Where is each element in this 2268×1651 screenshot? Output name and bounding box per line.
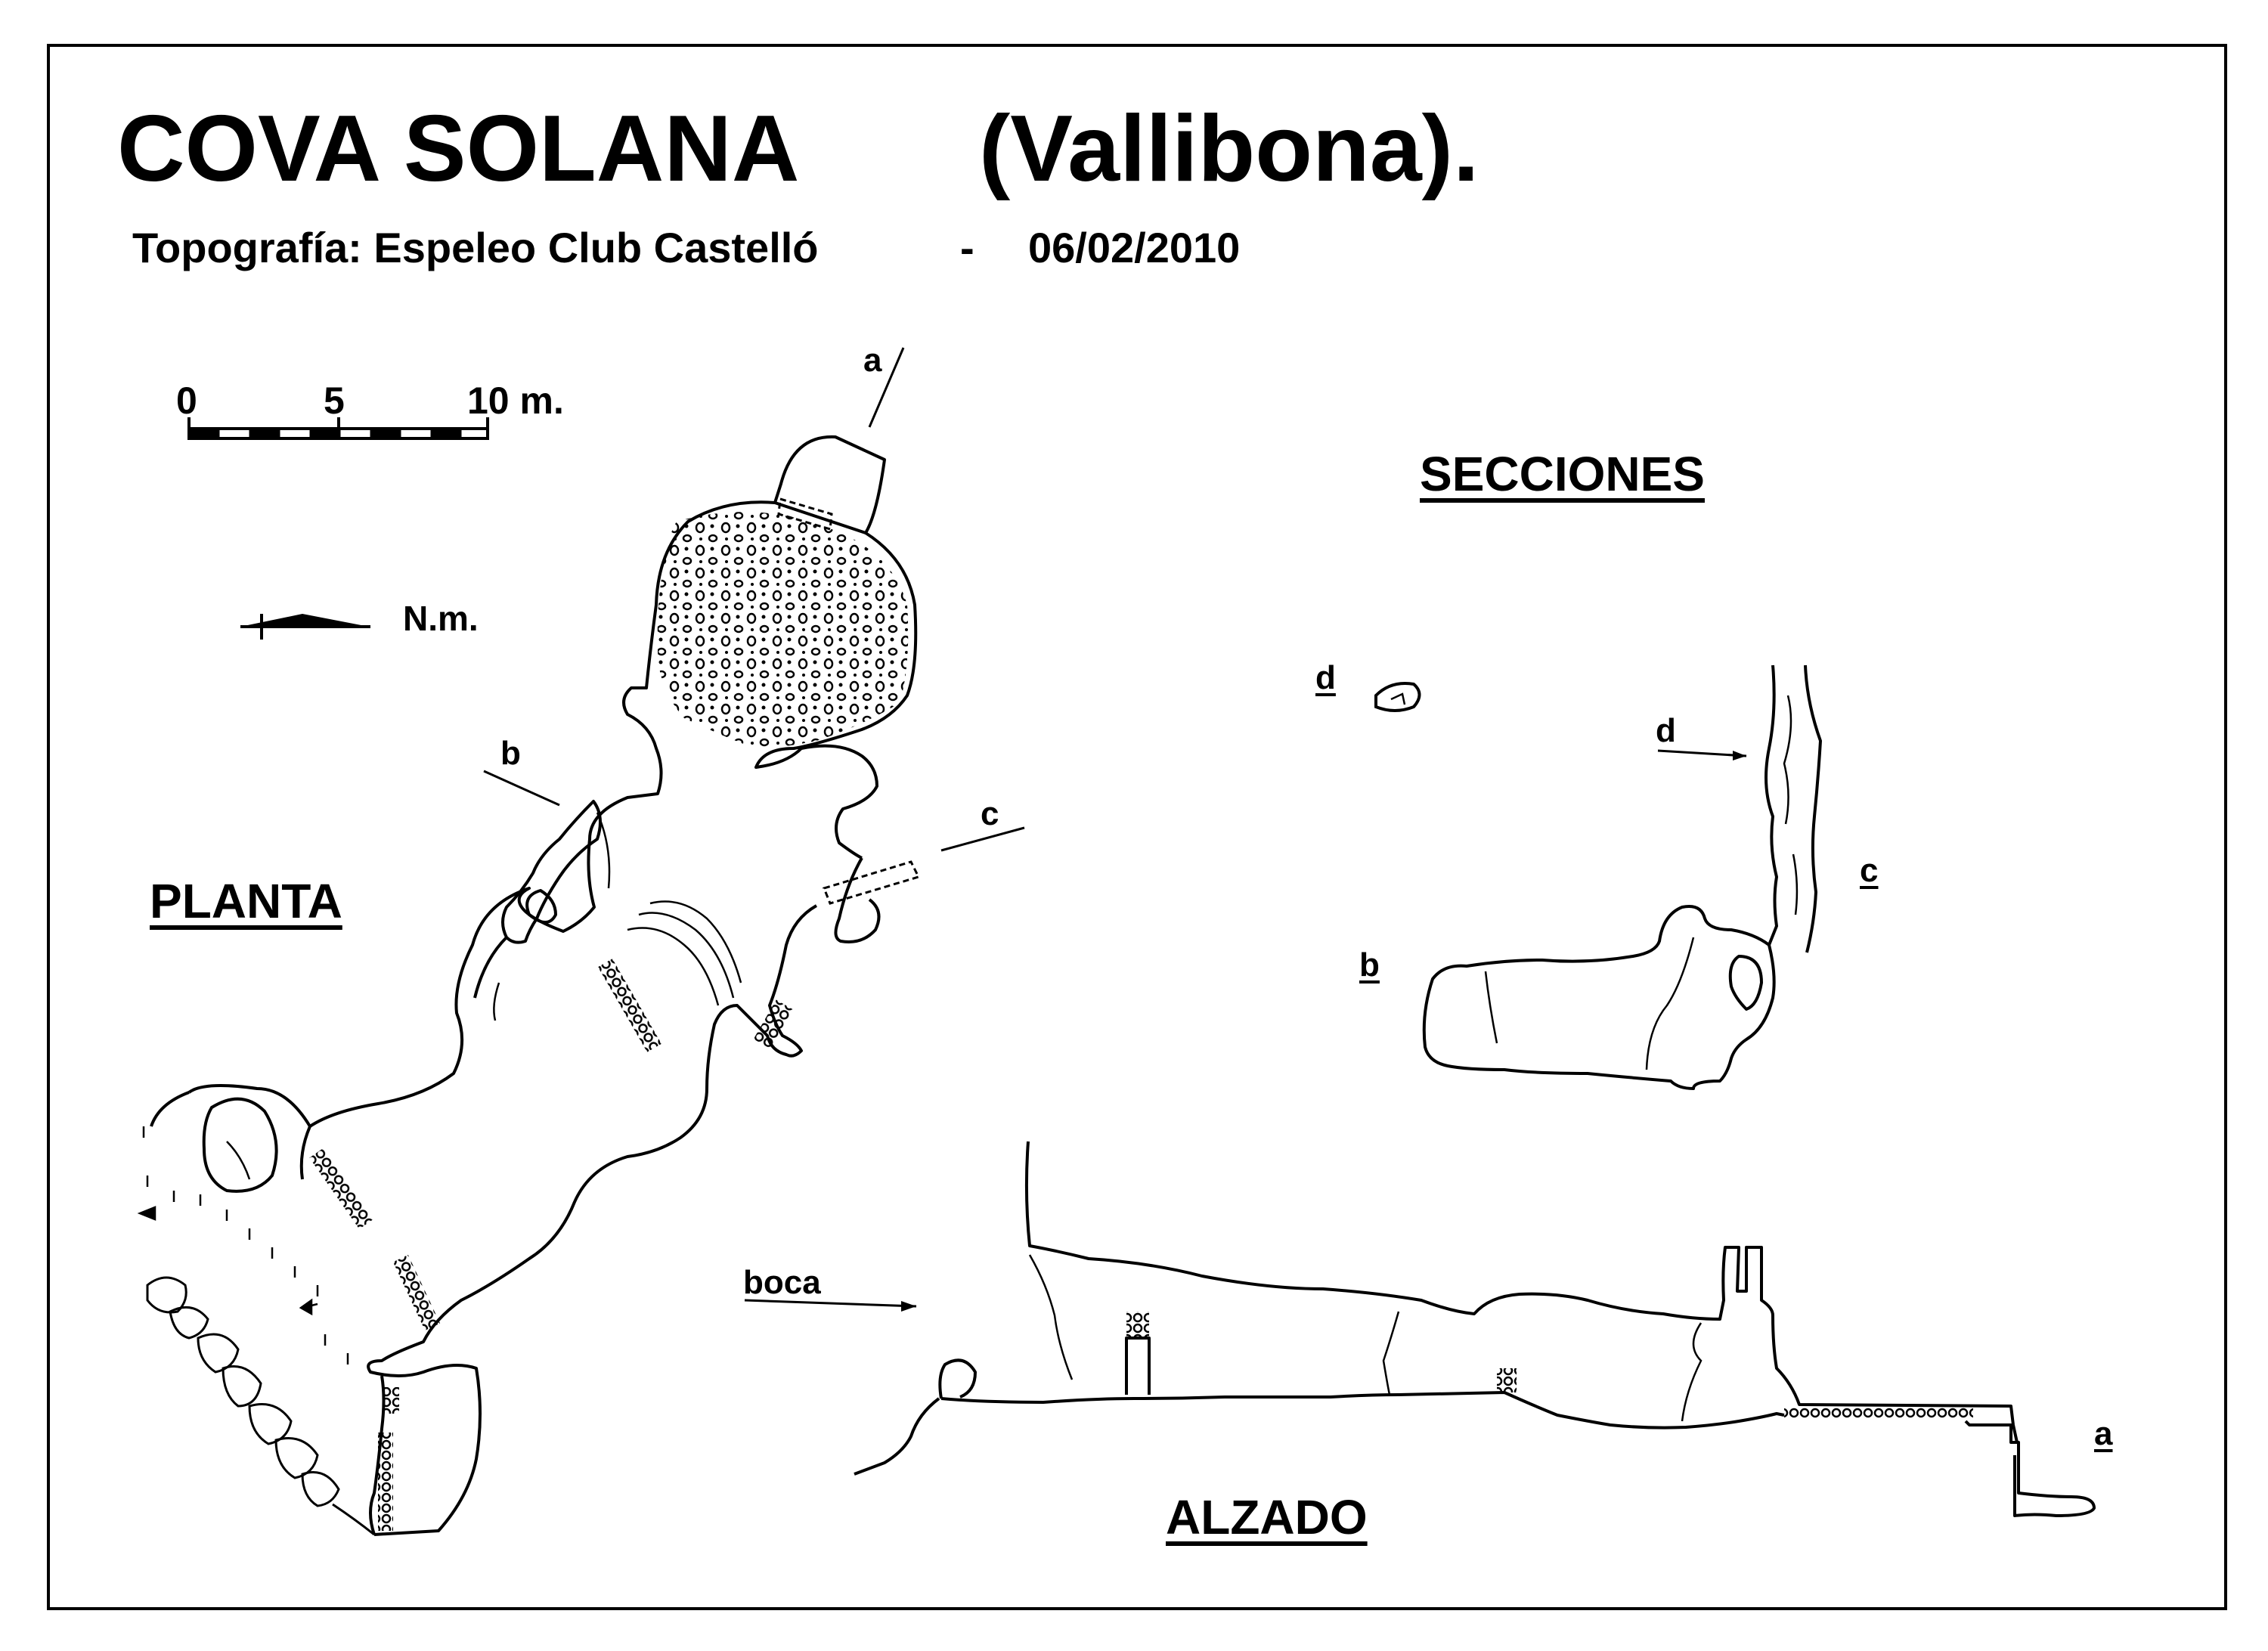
- plan-rubble-fill: [657, 512, 909, 748]
- section-c-outline: [1765, 664, 1822, 953]
- elevation-cracks: [1028, 1254, 1703, 1422]
- section-marker-b: b: [1359, 946, 1380, 983]
- elevation-flowstone: [1126, 1312, 1973, 1418]
- survey-separator: -: [960, 224, 974, 271]
- north-arrow-icon: [240, 614, 370, 640]
- survey-credit: Topografía: Espeleo Club Castelló: [132, 224, 819, 271]
- plan-view-label: PLANTA: [150, 874, 342, 928]
- map-border: [47, 44, 2227, 1610]
- scale-bar: [187, 417, 489, 440]
- elevation-view-label: ALZADO: [1166, 1490, 1368, 1544]
- section-marker-d: d: [1315, 659, 1336, 696]
- elevation-outline: [854, 1141, 2096, 1517]
- plan-outline: [150, 435, 918, 1536]
- plan-marker-a: a: [863, 342, 882, 379]
- entrance-arrow: [744, 1299, 917, 1308]
- plan-section-lines: [483, 347, 1025, 852]
- scale-tick-0: 0: [176, 379, 197, 422]
- section-marker-d-arrow: d: [1656, 712, 1676, 749]
- scale-tick-5: 5: [324, 379, 345, 422]
- entrance-label: boca: [743, 1264, 821, 1301]
- sections-view-label: SECCIONES: [1420, 447, 1705, 501]
- plan-dip-marks: [137, 1126, 349, 1364]
- plan-boulders: [146, 1276, 375, 1536]
- section-b-cracks: [1484, 937, 1695, 1070]
- scale-tick-10: 10 m.: [467, 379, 564, 422]
- cave-title: COVA SOLANA: [117, 97, 800, 201]
- survey-date: 06/02/2010: [1028, 224, 1241, 271]
- plan-marker-c: c: [981, 795, 999, 832]
- section-d-outline: [1374, 682, 1421, 712]
- north-label: N.m.: [403, 599, 479, 638]
- plan-marker-b: b: [500, 735, 521, 772]
- section-c-cracks: [1783, 695, 1799, 915]
- section-b-outline: [1422, 905, 1776, 1090]
- plan-slope-marks: [299, 812, 742, 1316]
- plan-passage-c: [823, 860, 921, 905]
- section-marker-c: c: [1860, 852, 1879, 889]
- section-d-arrow: [1657, 749, 1747, 757]
- location-title: (Vallibona).: [979, 97, 1479, 201]
- elevation-marker-a: a: [2094, 1415, 2113, 1452]
- plan-flowstone-steps: [309, 959, 794, 1531]
